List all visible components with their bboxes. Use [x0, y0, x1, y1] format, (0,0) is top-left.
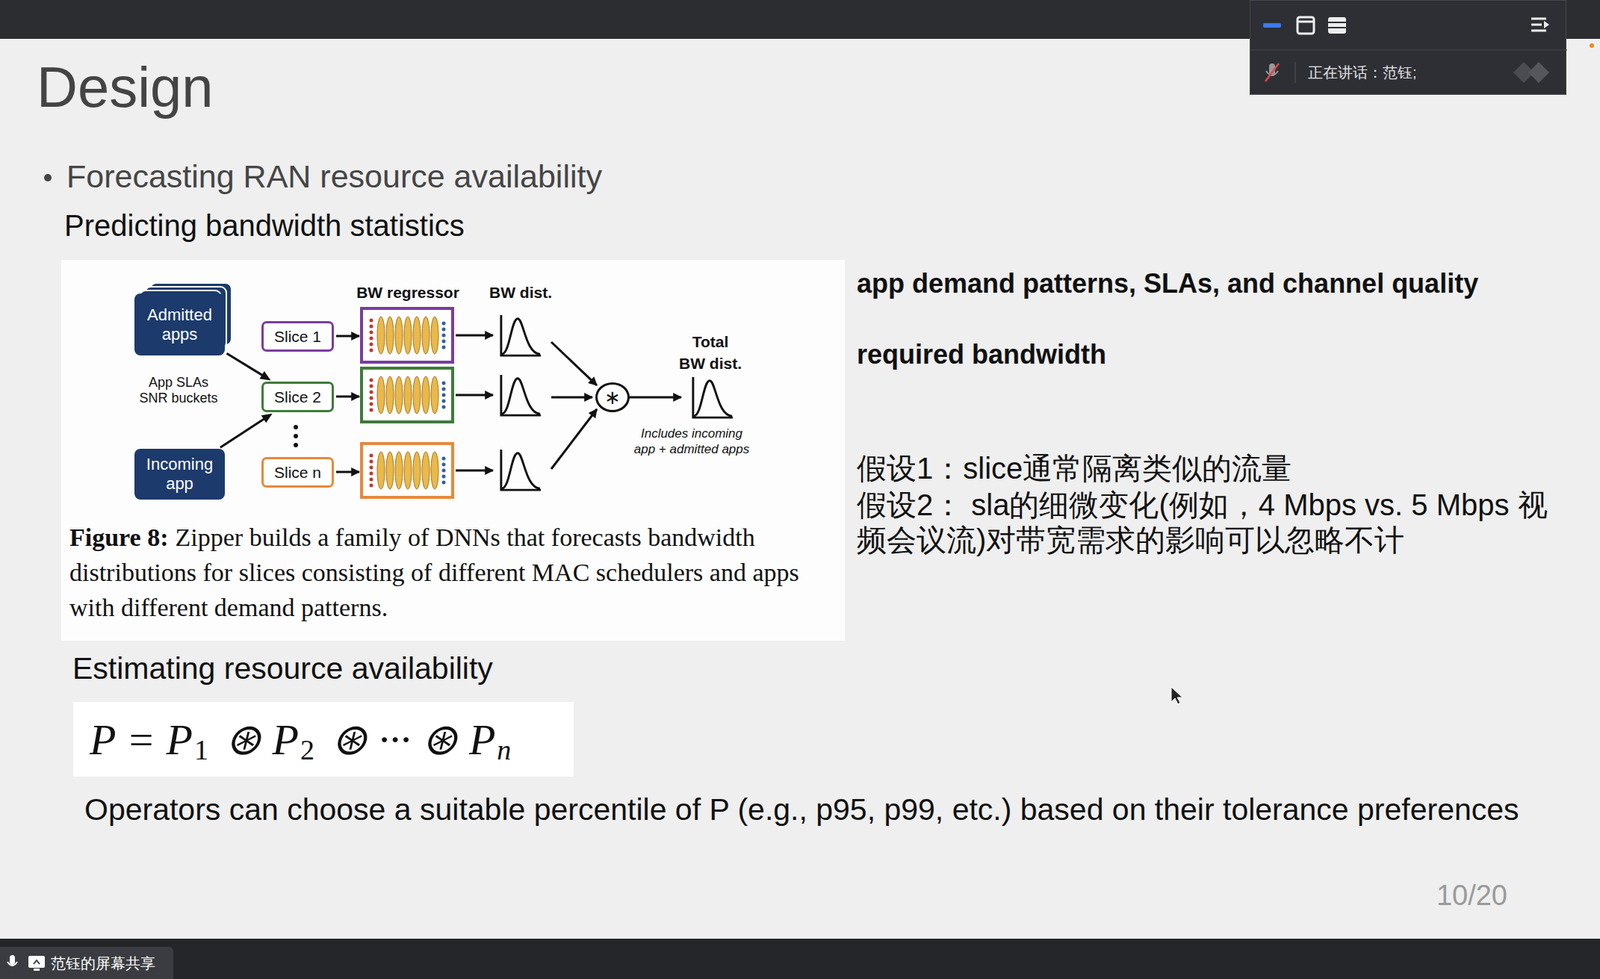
layout-icon — [1328, 17, 1347, 34]
flow-arrow — [455, 469, 493, 473]
window-icon-bar — [1297, 20, 1314, 24]
overlay-icons — [1250, 0, 1568, 96]
speaker-badge — [1528, 61, 1550, 83]
figure-number: Figure 8: — [69, 523, 169, 552]
formula-subscript: 1 — [194, 733, 209, 767]
ellipsis-dot — [293, 433, 299, 439]
minimize-icon — [1263, 23, 1282, 28]
formula-subscript: 2 — [300, 733, 315, 767]
share-badge: 范钰的屏幕共享 — [0, 947, 174, 979]
formula-box: P = P1 ⊛ P2 ⊛ ··· ⊛ Pn — [73, 702, 574, 777]
dnn-picture — [369, 316, 446, 355]
overlay-divider — [1250, 50, 1568, 51]
input-note: App SLAs SNR buckets — [138, 374, 219, 407]
figure-caption: Zipper builds a family of DNNs that fore… — [69, 523, 800, 622]
share-label: 范钰的屏幕共享 — [50, 953, 156, 974]
flow-arrow — [336, 395, 360, 399]
mute-slash — [1265, 63, 1279, 82]
formula-part: P = P — [89, 714, 193, 765]
menu-line — [1531, 23, 1542, 27]
dnn-picture — [369, 451, 446, 490]
meeting-overlay: 正在讲话：范钰; — [1249, 0, 1567, 95]
side-note: required bandwidth — [856, 339, 1107, 371]
figure-panel: Figure 8:Zipper builds a family of DNNs … — [61, 259, 845, 641]
total-bw-distribution — [693, 377, 733, 418]
node-label: ∗ — [599, 386, 626, 410]
flow-arrow — [628, 396, 682, 399]
column-header: BW regressor — [356, 283, 460, 302]
overlay-divider — [1295, 61, 1296, 83]
bullet-text: Forecasting RAN resource availability — [66, 158, 603, 195]
menu-line — [1531, 29, 1547, 33]
subheading: Predicting bandwidth statistics — [64, 209, 465, 243]
output-note: Includes incoming app + admitted apps — [628, 425, 755, 458]
bw-regressor-box — [361, 308, 453, 363]
layout-icon-line — [1328, 26, 1347, 29]
status-dot — [1589, 43, 1595, 48]
side-note: app demand patterns, SLAs, and channel q… — [856, 268, 1479, 300]
mic-icon — [9, 955, 15, 966]
slice-box: Slice n — [261, 457, 334, 488]
bw-regressor-box — [361, 368, 453, 423]
arrowhead — [261, 413, 273, 424]
assumption-note: 假设2： sla的细微变化(例如，4 Mbps vs. 5 Mbps 视频会议流… — [856, 487, 1552, 558]
flow-arrow — [336, 471, 360, 474]
bw-distribution — [501, 449, 541, 491]
menu-arrow — [1543, 20, 1550, 29]
node-label: Slice 2 — [269, 388, 326, 407]
output-header: Total BW dist. — [677, 330, 744, 375]
node-label: Slice 1 — [269, 327, 326, 346]
window-icon — [1297, 17, 1314, 34]
slice-box: Slice 2 — [261, 381, 334, 413]
mouse-cursor — [1171, 687, 1183, 705]
dnn-picture — [369, 376, 446, 414]
mic-stand — [7, 962, 18, 966]
arrowhead — [259, 371, 271, 381]
flow-arrow — [551, 409, 597, 470]
convolution-circle: ∗ — [595, 382, 630, 413]
ellipsis-dot — [293, 442, 299, 448]
slide-title: Design — [36, 54, 214, 120]
formula-subscript: n — [496, 733, 511, 767]
connector-line — [227, 353, 264, 376]
menu-line — [1531, 17, 1547, 21]
flow-arrow — [551, 342, 597, 386]
column-header: BW dist. — [489, 283, 553, 302]
bullet-dot — [44, 174, 52, 182]
connector — [227, 353, 272, 381]
formula-part: ⊛ P — [224, 714, 299, 765]
subheading: Estimating resource availability — [72, 651, 493, 687]
layout-icon-line — [1328, 21, 1347, 24]
speaker-status: 正在讲话：范钰; — [1307, 62, 1417, 83]
flow-arrows — [336, 335, 682, 473]
screen-share-arrow — [33, 960, 40, 965]
bottom-bar — [0, 938, 1600, 979]
flow-arrow — [336, 335, 360, 338]
node-label: Admitted apps — [134, 305, 225, 345]
connector — [220, 413, 273, 449]
connector-line — [220, 418, 266, 448]
screen-stand — [33, 968, 40, 972]
screen-icon — [28, 956, 45, 969]
node-label: Incoming app — [134, 454, 225, 494]
assumption-note: 假设1：slice通常隔离类似的流量 — [856, 451, 1292, 487]
bw-distribution — [501, 374, 541, 416]
figure-caption-block: Figure 8:Zipper builds a family of DNNs … — [69, 519, 843, 626]
slice-box: Slice 1 — [261, 321, 334, 352]
flow-arrow — [455, 394, 493, 397]
bw-distribution — [501, 315, 541, 356]
formula-part: ⊛ ··· ⊛ P — [330, 714, 496, 765]
app-box: Admitted apps — [134, 293, 225, 356]
body-text: Operators can choose a suitable percenti… — [84, 791, 1534, 828]
bw-regressor-box — [361, 443, 453, 498]
page-number: 10/20 — [1436, 879, 1508, 913]
flow-arrow — [551, 396, 593, 399]
flow-arrow — [455, 334, 493, 337]
app-box: Incoming app — [134, 448, 225, 500]
node-label: Slice n — [269, 463, 326, 482]
vertical-ellipsis — [293, 425, 299, 448]
ellipsis-dot — [293, 425, 299, 430]
